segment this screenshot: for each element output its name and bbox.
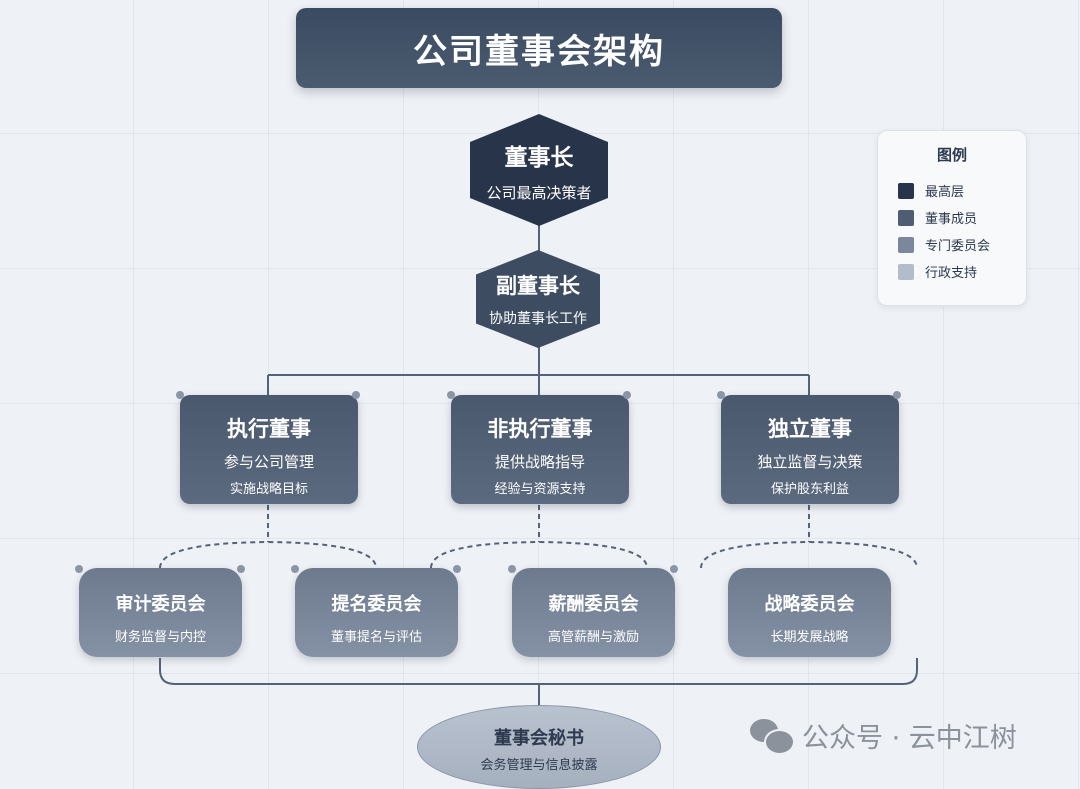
legend-label: 董事成员 xyxy=(925,212,978,227)
legend-label: 专门委员会 xyxy=(925,239,991,254)
committee-title: 战略委员会 xyxy=(764,594,855,615)
member-line1: 提供战略指导 xyxy=(494,453,585,471)
corner-dot xyxy=(717,391,725,399)
member-line2: 保护股东利益 xyxy=(770,482,849,497)
secretary-title: 董事会秘书 xyxy=(494,728,584,749)
legend-swatch xyxy=(898,182,914,199)
corner-dot xyxy=(453,565,461,573)
committee-title: 审计委员会 xyxy=(115,594,206,615)
member-title: 独立董事 xyxy=(768,417,852,441)
committee-title: 提名委员会 xyxy=(331,594,422,615)
corner-dot xyxy=(623,391,631,399)
committee-subtitle: 财务监督与内控 xyxy=(114,630,206,645)
member-line1: 独立监督与决策 xyxy=(757,453,863,471)
committee-node-audit: 审计委员会 财务监督与内控 xyxy=(79,568,242,657)
corner-dot xyxy=(291,565,299,573)
chairman-title: 董事长 xyxy=(504,144,574,171)
vice-chairman-subtitle: 协助董事长工作 xyxy=(489,311,587,327)
legend-swatch xyxy=(898,209,914,226)
page-title: 公司董事会架构 xyxy=(296,8,782,88)
legend-title: 图例 xyxy=(936,146,967,164)
member-title: 执行董事 xyxy=(227,417,311,441)
vice-chairman-node: 副董事长 协助董事长工作 xyxy=(476,250,600,348)
corner-dot xyxy=(237,565,245,573)
member-node-independent: 独立董事 独立监督与决策 保护股东利益 xyxy=(721,395,899,504)
corner-dot xyxy=(75,565,83,573)
committee-subtitle: 董事提名与评估 xyxy=(330,630,422,645)
legend-label: 行政支持 xyxy=(925,266,978,281)
secretary-subtitle: 会务管理与信息披露 xyxy=(480,758,598,773)
watermark-text: 公众号 · 云中江树 xyxy=(802,723,1017,754)
committee-subtitle: 长期发展战略 xyxy=(770,630,849,645)
secretary-node: 董事会秘书 会务管理与信息披露 xyxy=(417,705,661,789)
member-node-non-executive: 非执行董事 提供战略指导 经验与资源支持 xyxy=(451,395,629,504)
corner-dot xyxy=(447,391,455,399)
corner-dot xyxy=(352,391,360,399)
vice-chairman-title: 副董事长 xyxy=(496,274,580,298)
member-line2: 实施战略目标 xyxy=(229,482,308,497)
committee-node-strategy: 战略委员会 长期发展战略 xyxy=(728,568,891,657)
corner-dot xyxy=(176,391,184,399)
committee-node-remuneration: 薪酬委员会 高管薪酬与激励 xyxy=(512,568,675,657)
corner-dot xyxy=(508,565,516,573)
corner-dot xyxy=(893,391,901,399)
committee-title: 薪酬委员会 xyxy=(548,594,639,615)
legend: 图例 最高层 董事成员 专门委员会 行政支持 xyxy=(877,130,1027,306)
wechat-icon xyxy=(750,718,795,755)
watermark: 公众号 · 云中江树 xyxy=(750,716,1017,755)
committee-node-nomination: 提名委员会 董事提名与评估 xyxy=(295,568,458,657)
legend-item: 董事成员 xyxy=(898,204,1026,231)
legend-item: 最高层 xyxy=(898,177,1026,204)
chairman-node: 董事长 公司最高决策者 xyxy=(470,114,608,226)
legend-item: 行政支持 xyxy=(898,258,1026,285)
chairman-subtitle: 公司最高决策者 xyxy=(486,183,592,202)
legend-swatch xyxy=(898,263,914,280)
corner-dot xyxy=(670,565,678,573)
committee-subtitle: 高管薪酬与激励 xyxy=(547,630,639,645)
member-title: 非执行董事 xyxy=(487,417,593,441)
legend-swatch xyxy=(898,236,914,253)
member-node-executive: 执行董事 参与公司管理 实施战略目标 xyxy=(180,395,358,504)
member-line2: 经验与资源支持 xyxy=(494,482,586,497)
member-line1: 参与公司管理 xyxy=(223,453,314,471)
legend-item: 专门委员会 xyxy=(898,231,1026,258)
legend-label: 最高层 xyxy=(925,185,965,200)
